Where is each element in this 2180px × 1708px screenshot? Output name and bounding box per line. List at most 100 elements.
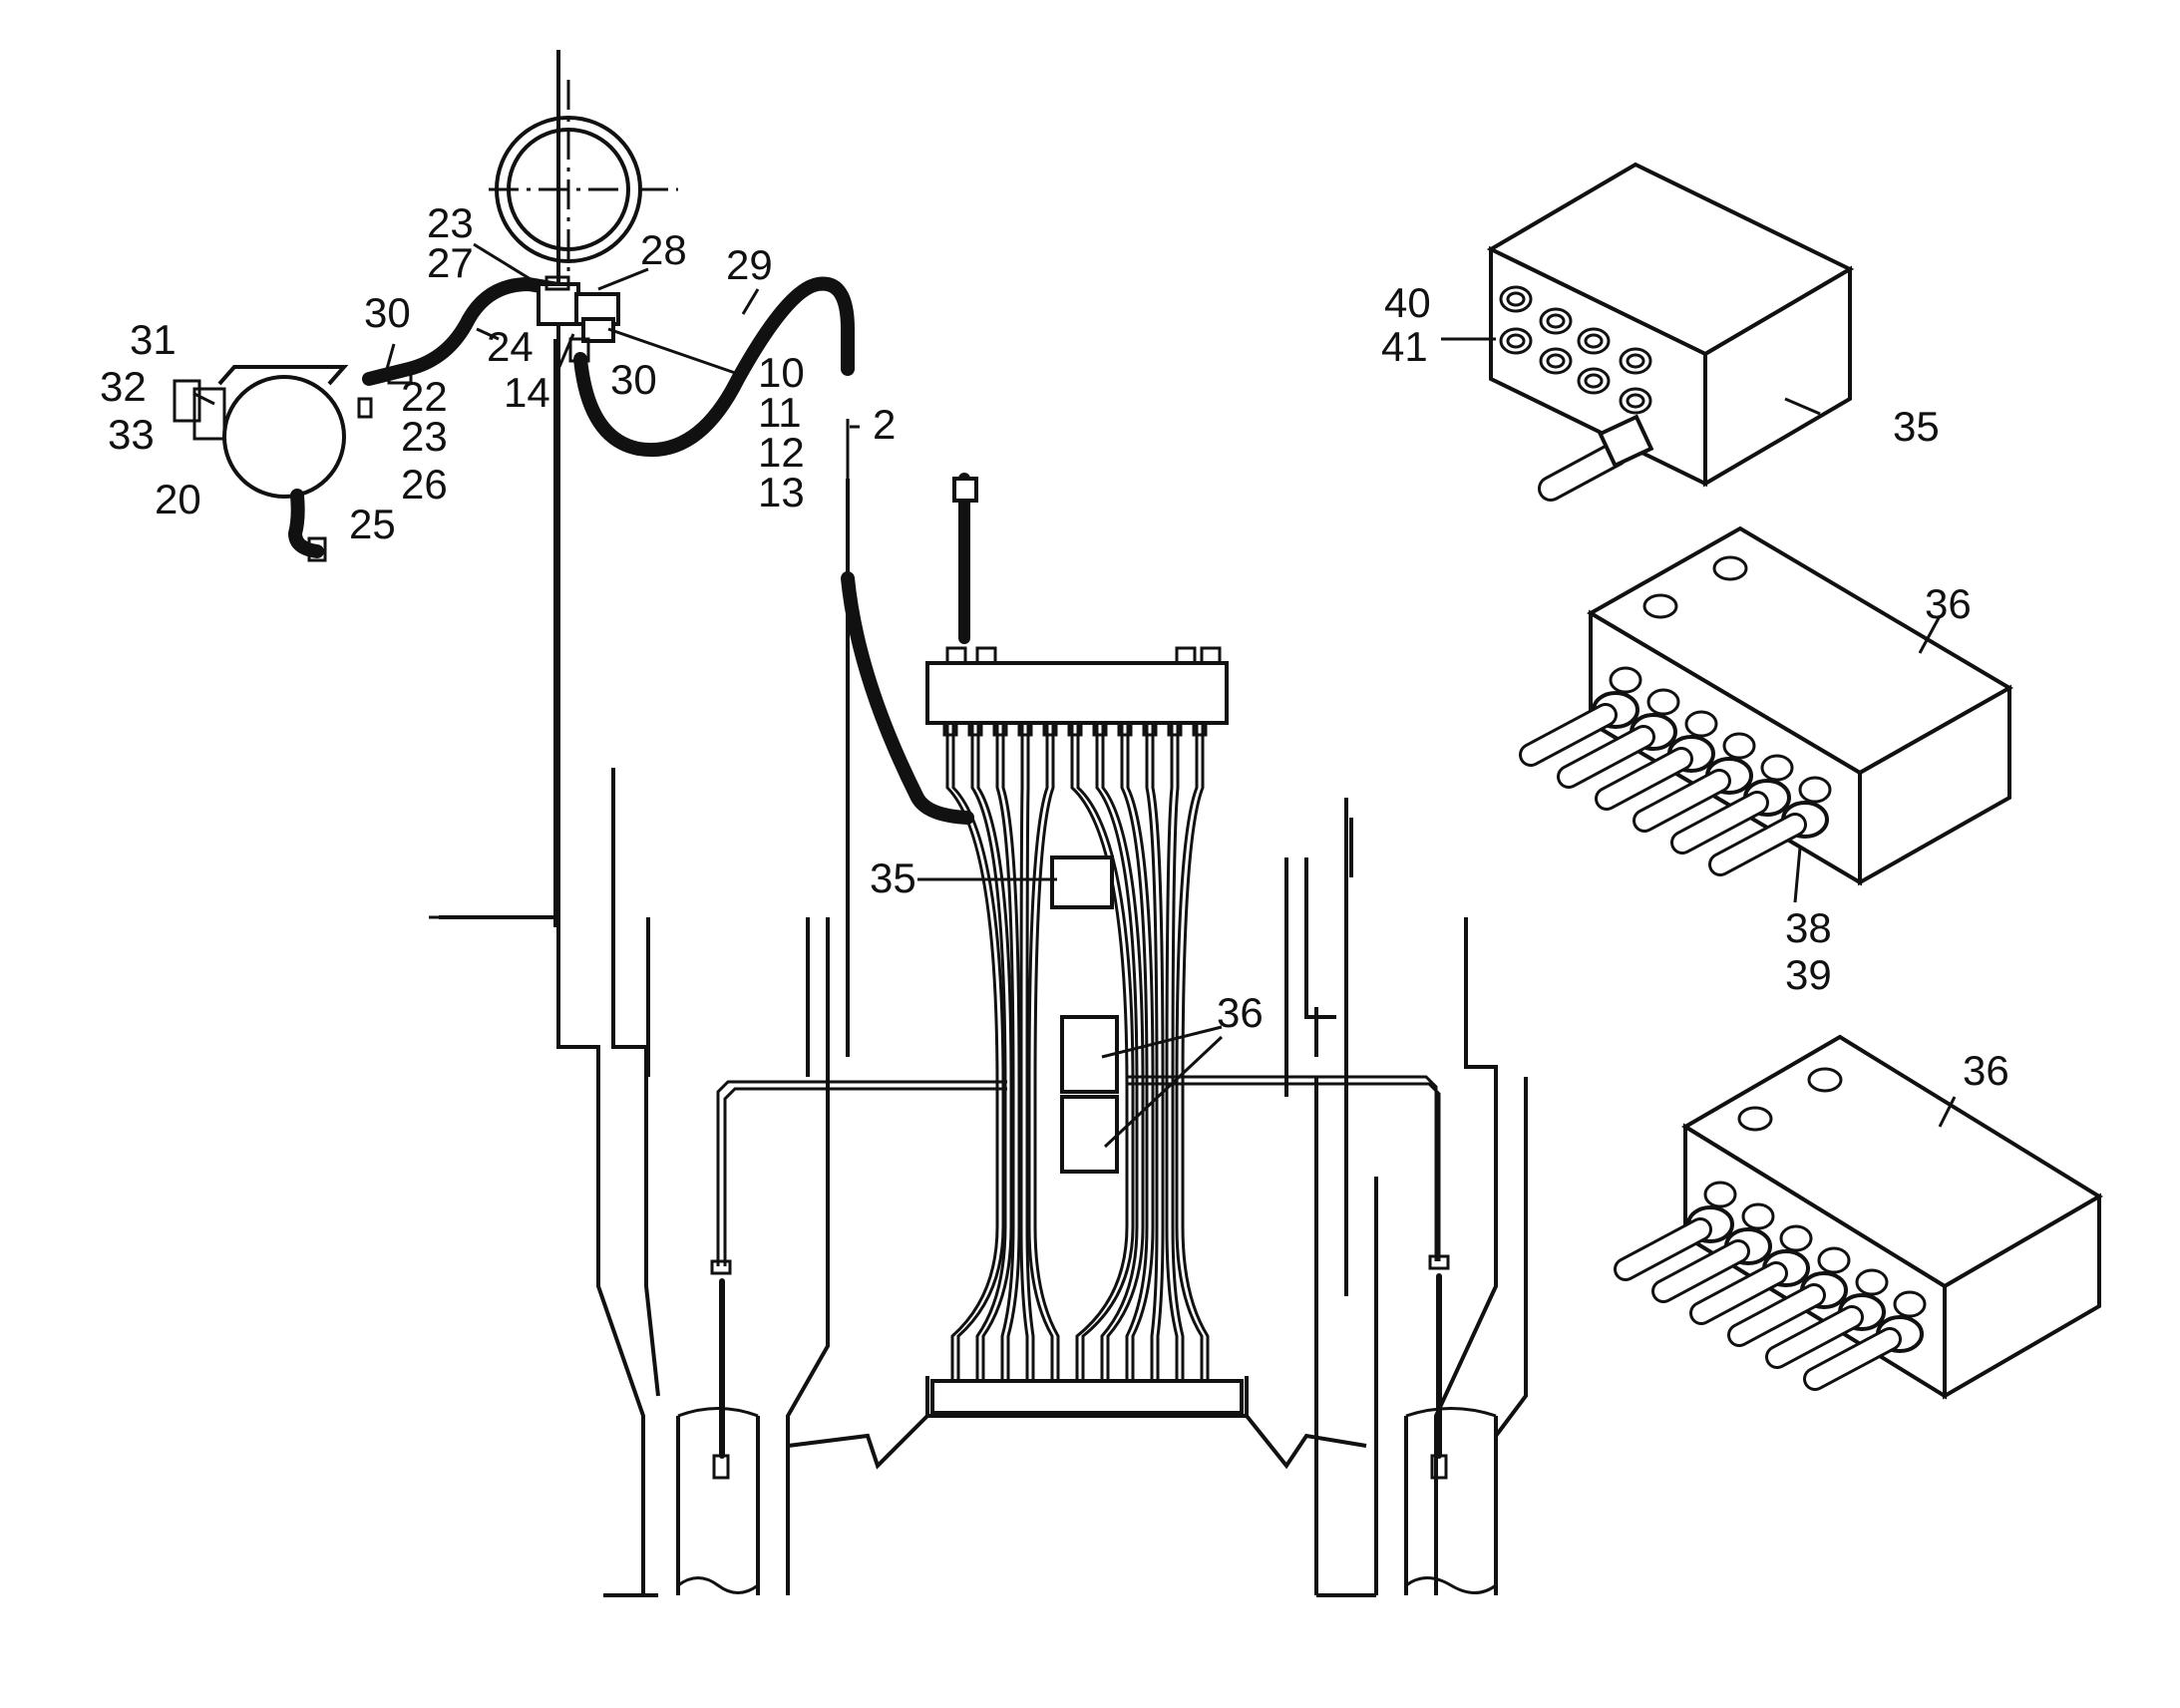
pipe-line xyxy=(1165,723,1179,1381)
port-fitting-inner xyxy=(1626,393,1645,409)
distributor-port xyxy=(1092,721,1108,737)
pipe-line xyxy=(1181,723,1210,1381)
distributor-port xyxy=(1067,721,1083,737)
label-36-right-a: 36 xyxy=(1925,580,1972,627)
reel-wheel xyxy=(489,80,678,289)
distributor-port xyxy=(1042,721,1058,737)
label-33: 33 xyxy=(108,411,155,458)
port-fitting-inner xyxy=(1546,353,1566,369)
label-10: 10 xyxy=(758,349,805,396)
label-29: 29 xyxy=(726,241,773,288)
port-stub-fill xyxy=(1768,1308,1861,1366)
pipe-line xyxy=(1171,723,1185,1381)
label-39: 39 xyxy=(1785,951,1832,998)
label-35-center: 35 xyxy=(870,854,916,901)
label-27: 27 xyxy=(427,239,474,286)
label-11: 11 xyxy=(758,389,802,436)
label-23-top: 23 xyxy=(427,199,474,246)
label-12: 12 xyxy=(758,429,805,476)
port-fitting xyxy=(1539,347,1573,375)
label-22: 22 xyxy=(401,373,448,420)
port-fitting xyxy=(1760,754,1794,782)
label-36-center: 36 xyxy=(1217,989,1264,1036)
pipe-line xyxy=(1070,723,1129,1381)
distributor-port xyxy=(1167,721,1183,737)
port-fitting xyxy=(1893,1290,1927,1318)
center-dividers xyxy=(1050,855,1119,1174)
port-stub-fill xyxy=(1522,706,1615,764)
port-fitting-inner xyxy=(1506,333,1526,349)
pipe-line xyxy=(945,723,999,1381)
pipe-line xyxy=(976,723,1013,1381)
port-fitting-inner xyxy=(1626,353,1645,369)
label-41: 41 xyxy=(1381,323,1428,370)
pump-assembly xyxy=(173,365,413,562)
label-30-mid: 30 xyxy=(610,356,657,403)
port-fitting xyxy=(1798,776,1832,804)
pipe-line xyxy=(970,723,1007,1381)
pipe-line xyxy=(1095,723,1139,1381)
port-fitting xyxy=(1703,1181,1737,1208)
iso-block-36-a xyxy=(1519,525,2013,886)
port-fitting xyxy=(1646,688,1680,716)
pipe-line xyxy=(1076,723,1135,1381)
port-fitting xyxy=(1779,1224,1813,1252)
control-rod xyxy=(429,339,850,927)
label-38: 38 xyxy=(1785,904,1832,951)
callout-labels: 23 27 28 29 30 24 31 32 33 22 23 26 25 2… xyxy=(100,199,2009,1094)
distributor-port xyxy=(967,721,983,737)
label-36-right-b: 36 xyxy=(1963,1047,2009,1094)
pipe-line xyxy=(1027,723,1054,1381)
port-fitting xyxy=(1741,1202,1775,1230)
label-24: 24 xyxy=(487,323,534,370)
pipe-line xyxy=(1019,723,1029,1381)
label-13: 13 xyxy=(758,469,805,515)
pipe-line xyxy=(1101,723,1145,1381)
pipe-line xyxy=(1001,723,1021,1381)
pipe-line xyxy=(995,723,1015,1381)
piping-bundle xyxy=(942,721,1214,1406)
label-30-left: 30 xyxy=(364,289,411,336)
port-stub-fill xyxy=(1692,1264,1785,1322)
distributor-port xyxy=(1192,721,1208,737)
label-2: 2 xyxy=(873,401,896,448)
label-28: 28 xyxy=(640,226,687,273)
port-stub-fill xyxy=(1711,816,1804,873)
port-fitting xyxy=(1577,367,1611,395)
port-stub-fill xyxy=(1560,728,1652,786)
port-stub-fill xyxy=(1617,1220,1709,1278)
distributor-port xyxy=(942,721,958,737)
port-fitting xyxy=(1499,285,1533,313)
port-stub-fill xyxy=(1635,772,1728,830)
port-fitting xyxy=(1577,327,1611,355)
label-32: 32 xyxy=(100,363,147,410)
label-25: 25 xyxy=(349,501,396,547)
pipe-line xyxy=(1120,723,1149,1381)
hoses xyxy=(362,276,974,825)
port-fitting xyxy=(1684,710,1718,738)
port-fitting xyxy=(1619,347,1652,375)
label-14: 14 xyxy=(504,369,550,416)
port-fitting xyxy=(1855,1268,1889,1296)
port-stub-fill xyxy=(1806,1330,1899,1388)
label-31: 31 xyxy=(130,316,177,363)
pipe-line xyxy=(1025,723,1035,1381)
side-feed-lines xyxy=(710,1075,1450,1480)
label-40: 40 xyxy=(1384,279,1431,326)
distributor-port xyxy=(1142,721,1158,737)
pipe-line xyxy=(1175,723,1204,1381)
pipe-line xyxy=(1033,723,1060,1381)
port-fitting xyxy=(1539,307,1573,335)
bottom-manifold xyxy=(930,1379,1244,1415)
port-stub-fill xyxy=(1673,794,1766,852)
port-fitting-inner xyxy=(1506,291,1526,307)
port-fitting xyxy=(1609,666,1642,694)
port-fitting-inner xyxy=(1546,313,1566,329)
leader-lines xyxy=(193,242,1957,1149)
pipe-line xyxy=(1151,723,1165,1381)
port-fitting-inner xyxy=(1584,373,1604,389)
distributor-port xyxy=(992,721,1008,737)
iso-block-35 xyxy=(1486,162,1855,502)
pipe-line xyxy=(1145,723,1159,1381)
